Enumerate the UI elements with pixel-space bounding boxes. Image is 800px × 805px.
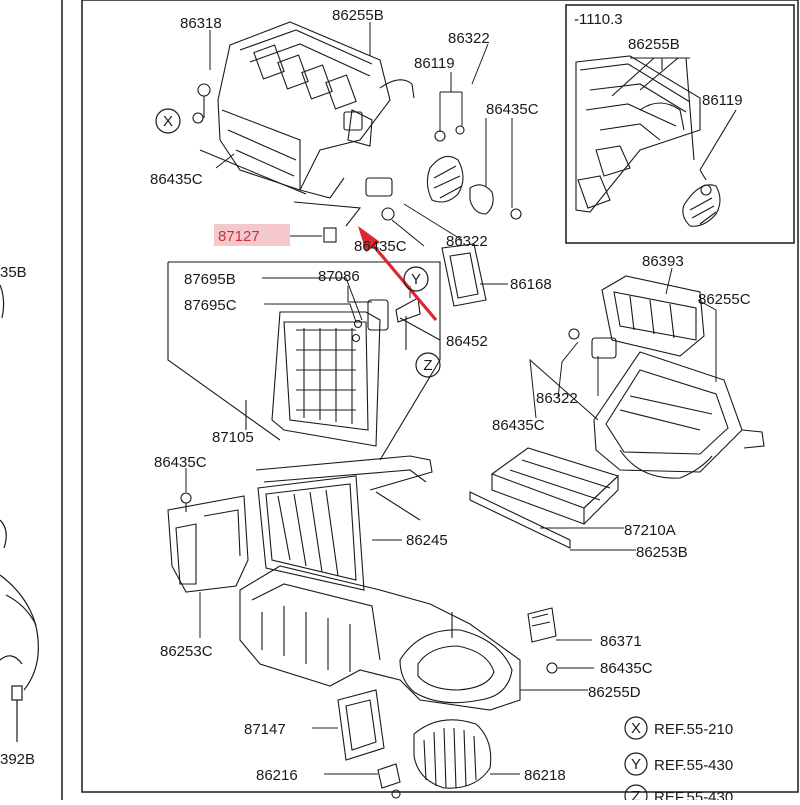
part-87127-highlighted[interactable]: 87127	[218, 228, 260, 245]
part-86119[interactable]: 86119	[414, 55, 455, 72]
ref-marker-x: X	[631, 720, 641, 737]
part-86435C-bracket[interactable]: 86435C	[154, 454, 207, 471]
evaporator-87105	[167, 261, 441, 461]
inset-housing-drawing	[575, 55, 737, 227]
part-86435C-right[interactable]: 86435C	[492, 417, 545, 434]
left-panel-label-1: 35B	[0, 264, 27, 281]
left-panel-parts	[0, 284, 39, 742]
part-86245[interactable]: 86245	[406, 532, 448, 549]
part-86435C-left[interactable]: 86435C	[150, 171, 203, 188]
inset-label-86255B: 86255B	[628, 36, 680, 53]
part-86318[interactable]: 86318	[180, 15, 222, 32]
part-87695C[interactable]: 87695C	[184, 297, 237, 314]
part-86322-top[interactable]: 86322	[448, 30, 490, 47]
part-86452[interactable]: 86452	[446, 333, 488, 350]
ref-marker-x-circle	[624, 716, 648, 740]
part-87086[interactable]: 87086	[318, 268, 360, 285]
filter-87210A	[469, 447, 620, 549]
part-86393[interactable]: 86393	[642, 253, 684, 270]
marker-z-circle	[415, 352, 441, 378]
inset-frame	[565, 4, 795, 244]
seal-86168	[441, 243, 487, 307]
left-panel: 35B 392B	[0, 264, 39, 768]
part-86435C-top-right[interactable]: 86435C	[486, 101, 539, 118]
ref-link-z[interactable]: REF.55-430	[654, 789, 733, 805]
part-86218[interactable]: 86218	[524, 767, 566, 784]
leader-lines	[185, 22, 717, 775]
blower-motor-86218	[377, 719, 492, 799]
part-86255B[interactable]: 86255B	[332, 7, 384, 24]
ref-marker-y: Y	[631, 756, 641, 773]
part-87105[interactable]: 87105	[212, 429, 254, 446]
unit-87147	[337, 689, 385, 761]
bracket-86253C	[167, 492, 249, 593]
part-labels: 86318 86255B 86322 86119 86435C 86435C 8…	[150, 7, 751, 784]
part-86168[interactable]: 86168	[510, 276, 552, 293]
part-86322-right[interactable]: 86322	[536, 390, 578, 407]
highlight-box-87127	[214, 224, 290, 246]
inset-label-86119: 86119	[702, 92, 743, 109]
main-frame	[81, 0, 799, 793]
marker-letters: X Y Z	[163, 113, 433, 374]
right-housing-86255C	[568, 275, 765, 479]
part-87147[interactable]: 87147	[244, 721, 286, 738]
ref-marker-y-circle	[624, 752, 648, 776]
marker-y: Y	[411, 271, 421, 288]
part-87210A[interactable]: 87210A	[624, 522, 676, 539]
marker-z: Z	[423, 357, 432, 374]
ref-link-y[interactable]: REF.55-430	[654, 757, 733, 774]
left-panel-label-2: 392B	[0, 751, 35, 768]
resistor-86371	[527, 607, 558, 674]
main-drawings	[167, 21, 765, 799]
part-86253C[interactable]: 86253C	[160, 643, 213, 660]
ref-link-x[interactable]: REF.55-210	[654, 721, 733, 738]
diagram-frames	[61, 0, 799, 800]
marker-y-circle	[403, 266, 429, 292]
upper-housing	[199, 21, 415, 199]
reference-markers	[155, 108, 648, 805]
inset-view: -1110.3 86255B 86119	[574, 11, 743, 227]
ref-marker-z-circle	[624, 784, 648, 805]
part-86255C[interactable]: 86255C	[698, 291, 751, 308]
ref-marker-z: Z	[631, 788, 640, 800]
part-86322-center[interactable]: 86322	[446, 233, 488, 250]
part-87695B[interactable]: 87695B	[184, 271, 236, 288]
part-86255D[interactable]: 86255D	[588, 684, 641, 701]
inset-date-code: -1110.3	[574, 11, 623, 28]
marker-x-circle	[155, 108, 181, 134]
part-86216[interactable]: 86216	[256, 767, 298, 784]
part-86371[interactable]: 86371	[600, 633, 642, 650]
heater-core-86245	[255, 455, 433, 591]
marker-x: X	[163, 113, 173, 130]
part-86253B[interactable]: 86253B	[636, 544, 688, 561]
part-86435C-center[interactable]: 86435C	[354, 238, 407, 255]
lower-housing-86255D	[239, 565, 521, 711]
part-86435C-bottom[interactable]: 86435C	[600, 660, 653, 677]
actuators-top	[192, 83, 522, 243]
